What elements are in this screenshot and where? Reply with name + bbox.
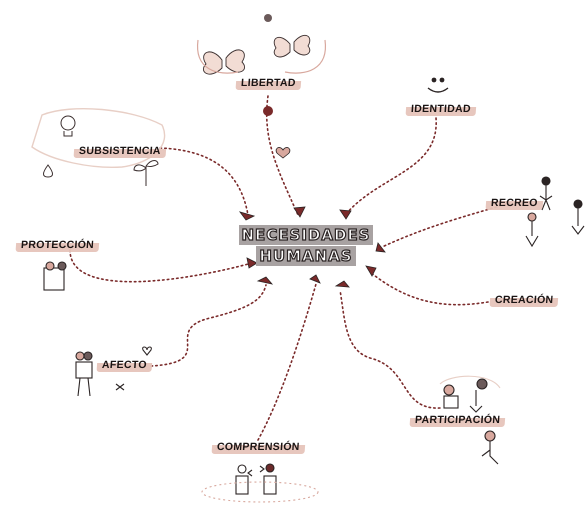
arrow-head — [246, 257, 258, 269]
center-line-1: NECESIDADES — [239, 225, 373, 245]
label-comprension: COMPRENSIÓN — [211, 440, 306, 454]
label-subsistencia: SUBSISTENCIA — [73, 144, 167, 158]
dot-icon — [263, 106, 273, 116]
label-libertad: LIBERTAD — [235, 76, 302, 90]
libertad-decor — [197, 39, 326, 74]
butterfly-illustration — [202, 34, 311, 75]
heart-icon — [275, 147, 291, 159]
arrow-head — [293, 206, 306, 218]
arrow-head — [238, 211, 256, 221]
arrow-head — [256, 276, 274, 285]
connector-participacion — [339, 289, 441, 409]
label-participacion: PARTICIPACIÓN — [409, 413, 506, 427]
arrow-head — [365, 265, 377, 277]
label-creacion: CREACIÓN — [489, 293, 559, 307]
center-line-2: HUMANAS — [256, 246, 356, 266]
arrow-head — [309, 274, 321, 284]
arrow-head — [334, 280, 350, 288]
dot-icon — [264, 14, 272, 22]
label-proteccion: PROTECCIÓN — [15, 238, 100, 252]
label-afecto: AFECTO — [96, 358, 153, 372]
arrow-head — [339, 209, 352, 220]
connector-subsistencia — [159, 147, 249, 216]
person-figure-icons — [43, 176, 585, 503]
connector-proteccion — [69, 249, 253, 283]
connector-comprension — [257, 283, 317, 441]
connector-creacion — [369, 271, 489, 306]
connector-identidad — [346, 117, 437, 214]
central-topic: NECESIDADES HUMANAS — [238, 225, 374, 267]
label-recreo: RECREO — [485, 196, 544, 210]
arrow-head — [375, 242, 386, 253]
smiley-icon — [427, 77, 449, 93]
label-identidad: IDENTIDAD — [405, 102, 477, 116]
connector-afecto — [150, 284, 267, 367]
